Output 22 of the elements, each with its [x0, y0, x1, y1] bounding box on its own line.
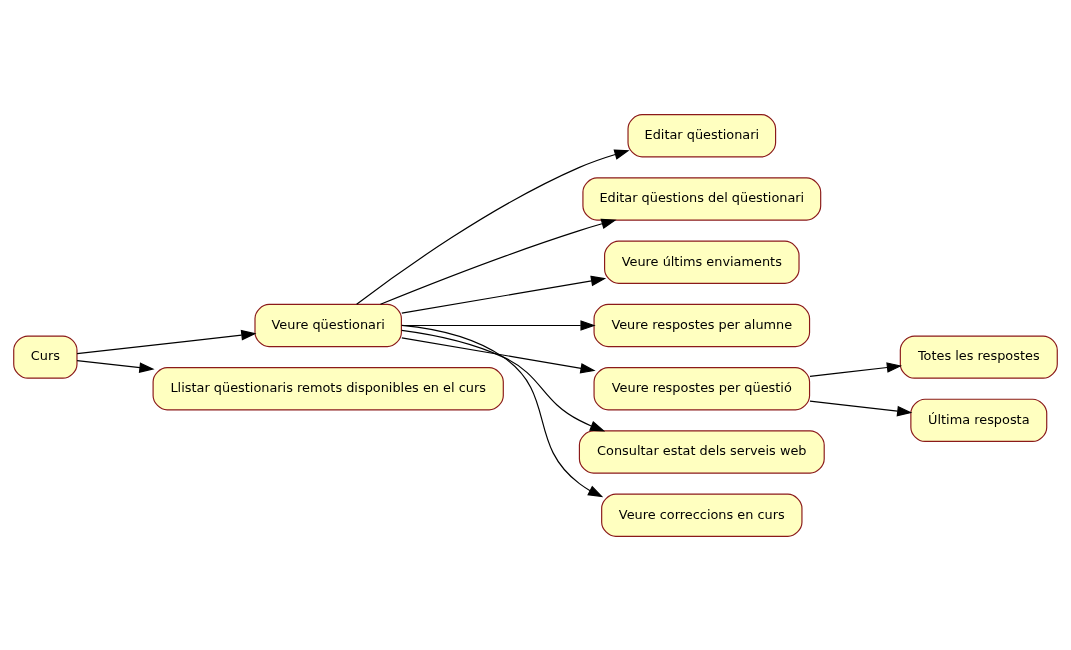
- node-box: Veure correccions en curs: [601, 493, 803, 537]
- arrow: [76, 329, 257, 354]
- arrow: [379, 218, 617, 305]
- node-box: Última resposta: [910, 398, 1048, 442]
- arrow: [401, 329, 606, 431]
- arrow: [809, 361, 903, 377]
- node-box: Editar qüestions del qüestionari: [582, 176, 822, 221]
- arrow: [401, 336, 596, 374]
- node-box: Veure respostes per alumne: [593, 303, 811, 347]
- node-box: Veure respostes per qüestió: [593, 366, 811, 410]
- node-box: Veure qüestionari: [254, 303, 402, 347]
- node-box: Llistar qüestionaris remots disponibles en el curs: [152, 366, 504, 410]
- arrow: [809, 400, 913, 416]
- node-box: Consultar estat dels serveis web: [578, 429, 825, 474]
- node-box: Totes les respostes: [899, 334, 1058, 379]
- node-box: Curs: [13, 334, 78, 379]
- node-box: Editar qüestionari: [627, 113, 777, 157]
- arrow: [356, 148, 630, 305]
- arrow: [401, 275, 607, 314]
- arrow: [76, 359, 155, 373]
- arrow: [401, 324, 604, 497]
- node-box: Veure últims enviaments: [604, 240, 800, 284]
